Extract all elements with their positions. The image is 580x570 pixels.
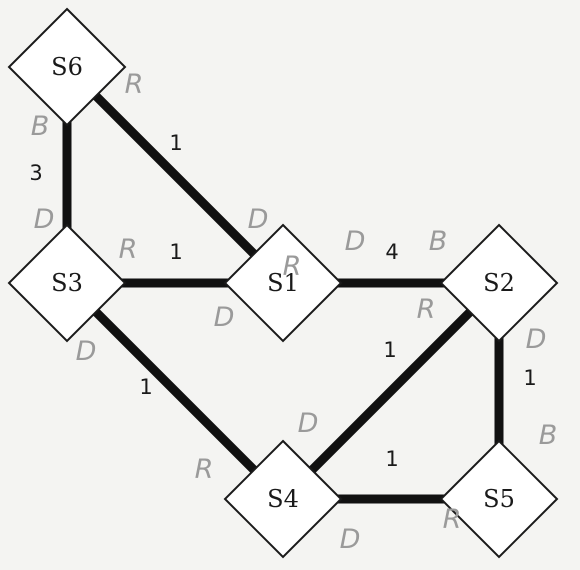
- node-shape: [439, 223, 559, 343]
- port-role-s4-d-bottom: D: [340, 524, 361, 555]
- port-role-s3-d-top: D: [34, 204, 55, 235]
- node-s1: S1: [223, 223, 343, 343]
- node-label: S1: [267, 269, 299, 297]
- edge-weight-s2-s5: 1: [523, 366, 536, 390]
- edge-s3-s4: [63, 279, 287, 503]
- port-role-s4-r: R: [195, 454, 214, 485]
- node-label: S4: [267, 485, 299, 513]
- node-s4: S4: [223, 439, 343, 559]
- edge-weight-s1-s2: 4: [385, 240, 398, 264]
- node-label: S6: [51, 53, 83, 81]
- edge-weight-s6-s3: 3: [29, 161, 42, 185]
- node-label: S2: [483, 269, 515, 297]
- node-s2: S2: [439, 223, 559, 343]
- edge-weight-s6-s1: 1: [169, 131, 182, 155]
- port-role-s2-r: R: [417, 294, 436, 325]
- port-role-s1-d-left: D: [214, 302, 235, 333]
- port-role-s6-r: R: [125, 69, 144, 100]
- node-s3: S3: [7, 223, 127, 343]
- port-role-s6-b: B: [31, 111, 50, 142]
- edge-s6-s1: [63, 63, 287, 287]
- node-shape: [7, 223, 127, 343]
- weights-layer: 3 1 1 4 1 1 1 1: [29, 131, 536, 471]
- port-role-s1-r: R: [283, 251, 302, 282]
- node-label: S5: [483, 485, 515, 513]
- port-role-s5-b: B: [539, 420, 558, 451]
- edge-weight-s3-s4: 1: [139, 375, 152, 399]
- node-label: S3: [51, 269, 83, 297]
- port-role-s1-d-right: D: [345, 226, 366, 257]
- node-s5: S5: [439, 439, 559, 559]
- port-role-s2-d: D: [526, 324, 547, 355]
- node-shape: [223, 439, 343, 559]
- edge-weight-s4-s5: 1: [385, 447, 398, 471]
- node-shape: [439, 439, 559, 559]
- port-role-s1-d-top: D: [248, 204, 269, 235]
- node-s6: S6: [7, 7, 127, 127]
- port-role-s3-r: R: [119, 234, 138, 265]
- node-shape: [223, 223, 343, 343]
- node-shape: [7, 7, 127, 127]
- edge-s2-s4: [279, 279, 503, 503]
- port-role-s4-d-top: D: [298, 408, 319, 439]
- port-role-s5-r: R: [443, 504, 462, 535]
- port-role-s3-d-bottom: D: [76, 336, 97, 367]
- port-role-s2-b: B: [429, 226, 448, 257]
- edge-weight-s2-s4: 1: [383, 338, 396, 362]
- edge-weight-s3-s1: 1: [169, 240, 182, 264]
